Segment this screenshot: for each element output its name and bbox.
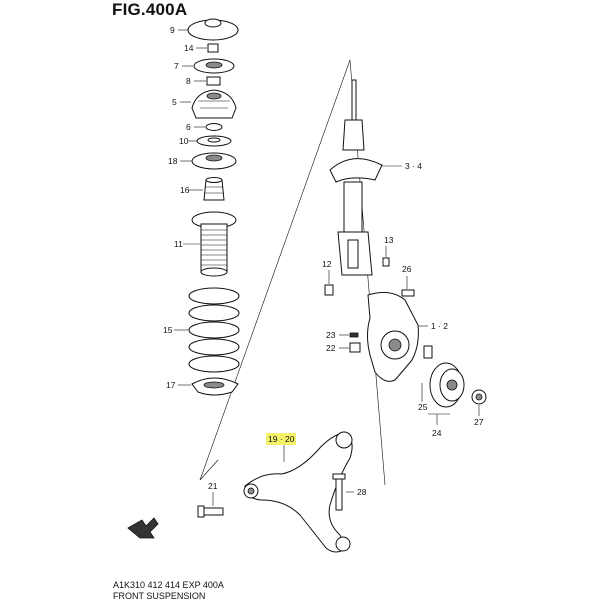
part-7-bearing[interactable] — [193, 58, 235, 74]
callout-24: 24 — [432, 428, 442, 438]
callout-12: 12 — [322, 259, 332, 269]
part-1-2-steering-knuckle[interactable] — [367, 291, 419, 382]
front-direction-arrow-icon — [127, 517, 159, 539]
callout-6: 6 — [186, 122, 191, 132]
part-16-bump-stopper[interactable] — [203, 177, 225, 201]
callout-16: 16 — [180, 185, 190, 195]
part-8-spacer[interactable] — [206, 76, 221, 86]
part-28-bolt[interactable] — [332, 473, 346, 511]
part-11-dust-boot[interactable] — [191, 211, 237, 277]
callout-19-20: 19 · 20 — [268, 434, 295, 444]
part-25-wheel-hub[interactable] — [429, 362, 465, 408]
callout-26: 26 — [402, 264, 412, 274]
part-21-bolt[interactable] — [197, 505, 224, 518]
part-15-coil-spring[interactable] — [188, 287, 240, 373]
part-12-bolt[interactable] — [324, 284, 334, 296]
highlight-19-20 — [266, 433, 296, 445]
callout-3-4: 3 · 4 — [405, 161, 422, 171]
part-23-clip[interactable] — [349, 332, 359, 338]
part-26-bolt[interactable] — [401, 289, 415, 297]
part-14-nut[interactable] — [207, 43, 219, 53]
callout-25: 25 — [418, 402, 428, 412]
figure-title: FIG.400A — [112, 0, 188, 19]
callout-14: 14 — [184, 43, 194, 53]
part-10-seat[interactable] — [196, 135, 232, 147]
part-9-mount-cap[interactable] — [187, 18, 239, 41]
callout-9: 9 — [170, 25, 175, 35]
callout-7: 7 — [174, 61, 179, 71]
part-17-lower-seat[interactable] — [191, 377, 239, 396]
part-18-spring-seat[interactable] — [191, 152, 237, 170]
callout-27: 27 — [474, 417, 484, 427]
callout-21: 21 — [208, 481, 218, 491]
footer-code: A1K310 412 414 EXP 400A — [113, 580, 224, 590]
callout-22: 22 — [326, 343, 336, 353]
callout-17: 17 — [166, 380, 176, 390]
part-13-bolt[interactable] — [382, 257, 390, 267]
part-5-strut-mount[interactable] — [191, 89, 237, 119]
callout-11: 11 — [174, 239, 183, 249]
callout-23: 23 — [326, 330, 336, 340]
footer-name: FRONT SUSPENSION — [113, 591, 206, 601]
callout-28: 28 — [357, 487, 367, 497]
part-6-washer[interactable] — [205, 123, 223, 131]
part-22-nut[interactable] — [349, 342, 361, 353]
part-3-4-strut-assembly[interactable] — [329, 79, 383, 276]
callout-15: 15 — [163, 325, 173, 335]
part-27-hub-nut[interactable] — [471, 389, 487, 405]
guide-line-upper — [199, 59, 351, 481]
guide-line-left — [199, 459, 219, 481]
callout-13: 13 — [384, 235, 394, 245]
part-hub-bolt[interactable] — [423, 345, 433, 359]
callout-10: 10 — [179, 136, 189, 146]
callout-8: 8 — [186, 76, 191, 86]
callout-5: 5 — [172, 97, 177, 107]
callout-18: 18 — [168, 156, 178, 166]
part-19-20-lower-arm[interactable] — [243, 431, 353, 553]
callout-1-2: 1 · 2 — [431, 321, 448, 331]
